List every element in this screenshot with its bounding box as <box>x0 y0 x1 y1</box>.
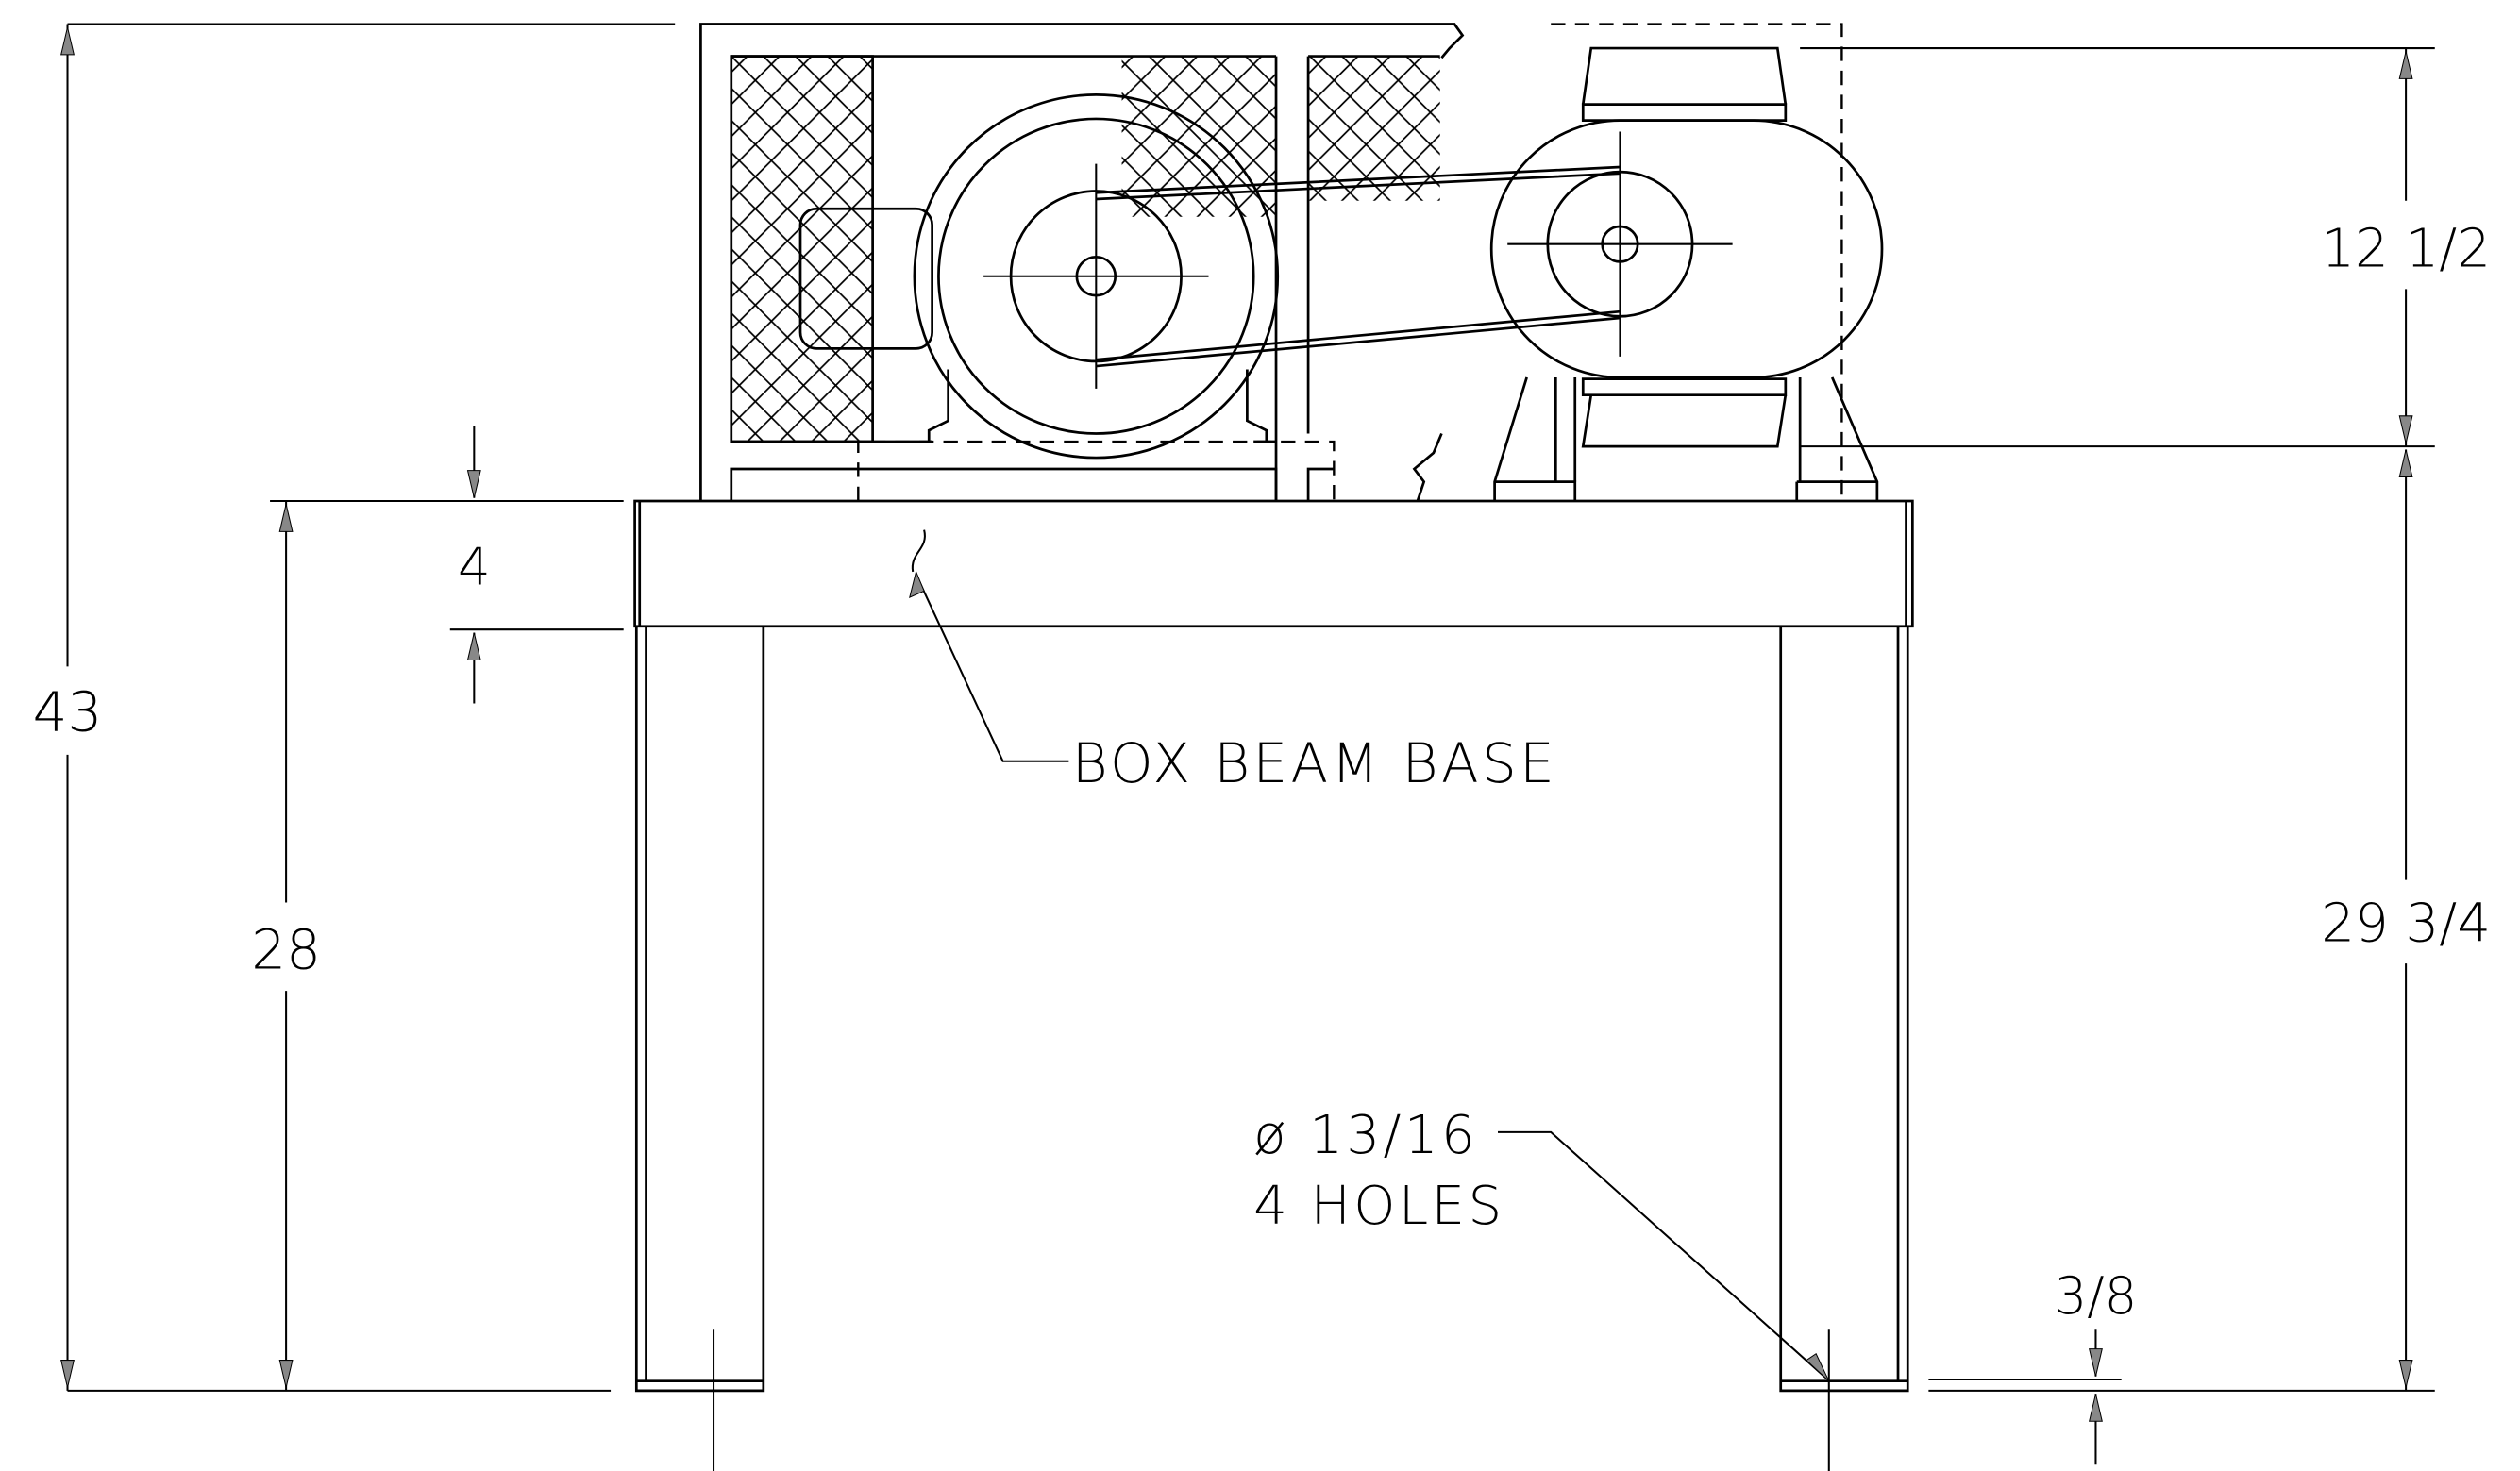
box-beam-base <box>633 499 1914 628</box>
callout-hole-count: 4 HOLES <box>1253 1176 1504 1237</box>
dimension-label-4: 4 <box>458 537 491 597</box>
v-belt <box>1096 165 1621 368</box>
callout-hole-diameter: ø 13/16 <box>1253 1105 1478 1166</box>
dimension-label-3-8: 3/8 <box>2055 1265 2138 1326</box>
dimension-label-12-1-2: 12 1/2 <box>2321 219 2491 280</box>
dimension-28 <box>270 499 624 1391</box>
right-leg <box>1779 626 1909 1393</box>
blower-assembly <box>798 93 1280 460</box>
dimension-label-29-3-4: 29 3/4 <box>2321 893 2491 954</box>
hole-leader <box>1498 1130 1830 1382</box>
left-leg <box>634 626 765 1393</box>
fan-support-channel <box>730 440 1336 502</box>
electric-motor <box>1489 46 1884 502</box>
dimension-43 <box>60 23 676 1392</box>
dimension-12-1-2 <box>1800 47 2435 448</box>
dimension-label-28: 28 <box>251 917 321 981</box>
dimension-3-8 <box>1928 1329 2122 1465</box>
box-beam-leader <box>909 529 1069 762</box>
dimension-4 <box>449 426 624 704</box>
callout-box-beam-base: BOX BEAM BASE <box>1072 731 1557 795</box>
dimension-29-3-4 <box>1928 449 2435 1392</box>
hatched-panels <box>730 55 1440 502</box>
dimension-label-43: 43 <box>33 679 103 744</box>
